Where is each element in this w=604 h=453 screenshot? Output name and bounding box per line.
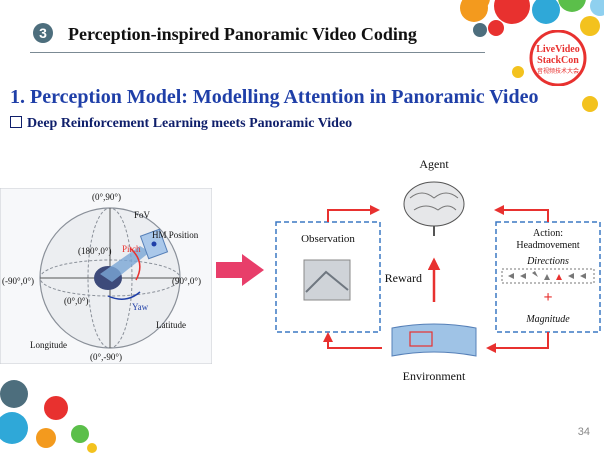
environment-label: Environment [403,369,466,383]
brain-icon [403,181,465,236]
page-number: 34 [577,426,590,438]
label-pitch: Pitch [122,244,141,254]
directions-row [501,268,595,284]
logo-line2: StackCon [537,55,579,66]
bubble-yellow-bl [87,443,97,453]
label-hm-position: HM Position [152,230,199,240]
observation-to-agent-arrow [327,205,380,222]
logo-badge: LiveVideo StackCon 音视频技术大会 [529,29,587,87]
livevideo-stackcon-logo: LiveVideo StackCon 音视频技术大会 [512,29,604,87]
reward-label: Reward [385,271,422,285]
bubble-red-bl [44,396,68,420]
sphere-figure: (0°,90°) FoV HM Position (180°,0°) Pitch… [0,188,212,364]
label-latitude: Latitude [156,320,186,330]
observation-frame-image [303,259,351,301]
action-label-line1: Action: [533,228,563,239]
directions-label: Directions [526,256,569,267]
subtitle-text: Deep Reinforcement Learning meets Panora… [27,116,353,131]
bubble-blue [532,0,560,24]
label-left: (-90°,0°) [2,276,34,286]
bubble-orange-bl [36,428,56,448]
bubble-red [494,0,530,24]
slide-title: 1. Perception Model: Modelling Attention… [10,86,539,108]
bubble-red-small [488,20,504,36]
label-bottom: (0°,-90°) [90,352,122,362]
bubble-yellow-right [582,96,598,112]
bubble-yellow-small [512,66,524,78]
label-center: (0°,0°) [64,296,88,306]
fov-cone [100,246,150,282]
action-label-line2: Headmovement [516,240,580,251]
label-right: (90°,0°) [172,276,201,286]
label-back: (180°,0°) [78,246,111,256]
bubble-slate [473,23,487,37]
pink-arrow-icon [216,254,264,286]
bubble-blue-bl [0,412,28,444]
title-divider [30,52,485,53]
bubble-green-bl [71,425,89,443]
plus-icon: + [543,289,552,306]
environment-panorama-icon [391,323,477,357]
logo-line3: 音视频技术大会 [537,67,579,75]
subtitle-bullet: Deep Reinforcement Learning meets Panora… [10,116,352,132]
section-number-badge: 3 [33,23,53,43]
bubble-green [558,0,586,12]
bottom-left-bubbles [0,380,97,453]
direction-arrows-icon [508,271,586,280]
observation-label: Observation [301,233,355,245]
bubble-orange-top [462,0,490,12]
bubble-slate-bl [0,380,28,408]
bubble-yellow [580,16,600,36]
label-fov: FoV [134,210,151,220]
pink-right-arrow [216,254,264,286]
magnitude-label: Magnitude [525,314,570,325]
top-right-bubbles [460,0,604,112]
section-title: Perception-inspired Panoramic Video Codi… [68,24,417,44]
rl-diagram: Agent Observation Action: Headmovement D… [275,157,601,383]
agent-label: Agent [419,157,449,171]
pitch-arc [129,247,141,281]
label-top: (0°,90°) [92,192,121,202]
environment-to-observation-arrow [323,332,382,349]
hm-position-dot [151,241,157,247]
bubble-lightblue [590,0,604,16]
label-longitude: Longitude [30,340,67,350]
action-from-agent-arrow [494,205,549,222]
action-to-environment-arrow [486,332,549,353]
yaw-arc [107,291,141,300]
label-yaw: Yaw [132,302,149,312]
checkbox-bullet-icon [10,116,22,128]
logo-line1: LiveVideo [536,44,580,55]
